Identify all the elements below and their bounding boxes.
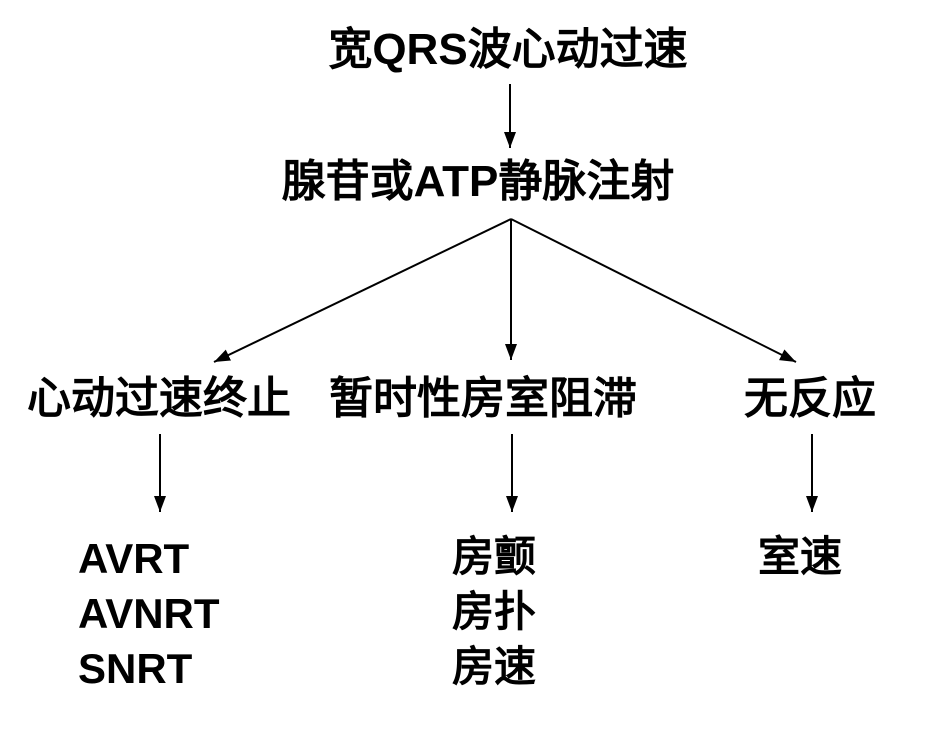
outcome-atrial-tachycardia: 房速 xyxy=(452,645,537,691)
arrow-injection-to-no-response xyxy=(510,218,797,363)
injection-label-latin: ATP xyxy=(413,156,499,206)
node-adenosine-atp-injection: 腺苷或ATP静脉注射 xyxy=(281,156,675,206)
node-wide-qrs-tachycardia: 宽QRS波心动过速 xyxy=(328,24,688,74)
outcome-atrial-fibrillation: 房颤 xyxy=(452,535,537,581)
arrow-injection-to-terminated xyxy=(213,218,512,363)
root-label-cjk-pre: 宽 xyxy=(328,24,373,74)
outcome-atrial-flutter: 房扑 xyxy=(452,590,537,636)
outcome-list-av-block: 房颤 房扑 房速 xyxy=(452,531,536,696)
node-tachycardia-terminated: 心动过速终止 xyxy=(27,373,291,423)
node-no-response: 无反应 xyxy=(744,373,876,423)
root-label-cjk-post: 波心动过速 xyxy=(467,24,688,74)
outcome-snrt: SNRT xyxy=(78,645,193,692)
outcome-ventricular-tachycardia: 室速 xyxy=(758,535,843,581)
root-label-latin: QRS xyxy=(372,24,468,74)
outcome-list-terminated: AVRT AVNRT SNRT xyxy=(78,531,220,696)
outcome-avnrt: AVNRT xyxy=(78,590,220,637)
outcome-avrt: AVRT xyxy=(78,535,190,582)
node-transient-av-block: 暂时性房室阻滞 xyxy=(329,373,637,423)
injection-label-cjk-post: 静脉注射 xyxy=(498,156,675,206)
injection-label-cjk-pre: 腺苷或 xyxy=(281,156,414,206)
outcome-list-no-response: 室速 xyxy=(758,531,842,586)
